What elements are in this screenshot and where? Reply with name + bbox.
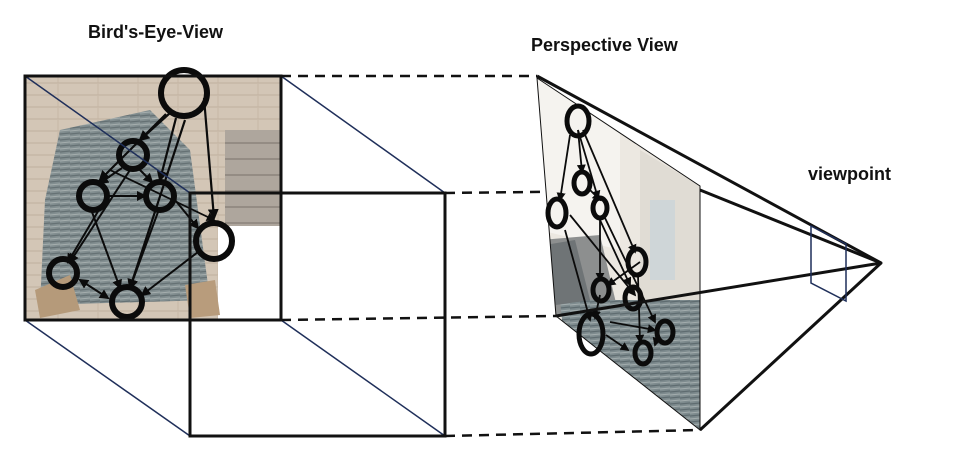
perspective-node: [564, 103, 592, 139]
perspective-node: [625, 246, 649, 278]
bev-node: [109, 284, 145, 320]
perspective-node: [632, 339, 654, 367]
bev-graph: [66, 97, 219, 300]
bev-frustum-box: [23, 74, 447, 438]
perspective-node: [622, 284, 644, 312]
perspective-graph: [556, 129, 662, 352]
perspective-node: [576, 311, 606, 357]
perspective-nodes: [545, 103, 676, 367]
viewpoint-label: viewpoint: [808, 164, 892, 184]
camera-frustum: [536, 74, 883, 432]
bev-node: [143, 179, 177, 213]
bev-node: [76, 179, 110, 213]
birds-eye-view-label: Bird's-Eye-View: [88, 22, 223, 42]
bev-image: [24, 75, 282, 321]
perspective-node: [571, 169, 593, 197]
bev-node: [158, 67, 210, 119]
bev-node: [193, 220, 235, 262]
bev-nodes: [46, 67, 235, 320]
perspective-view-label: Perspective View: [531, 35, 678, 55]
bev-node: [116, 138, 150, 172]
perspective-image: [537, 78, 700, 430]
bev-node: [46, 256, 80, 290]
perspective-node: [590, 195, 610, 221]
perspective-node: [590, 276, 612, 304]
viewpoint-marker: [879, 261, 883, 265]
perspective-node: [654, 318, 676, 346]
perspective-node: [545, 196, 569, 230]
